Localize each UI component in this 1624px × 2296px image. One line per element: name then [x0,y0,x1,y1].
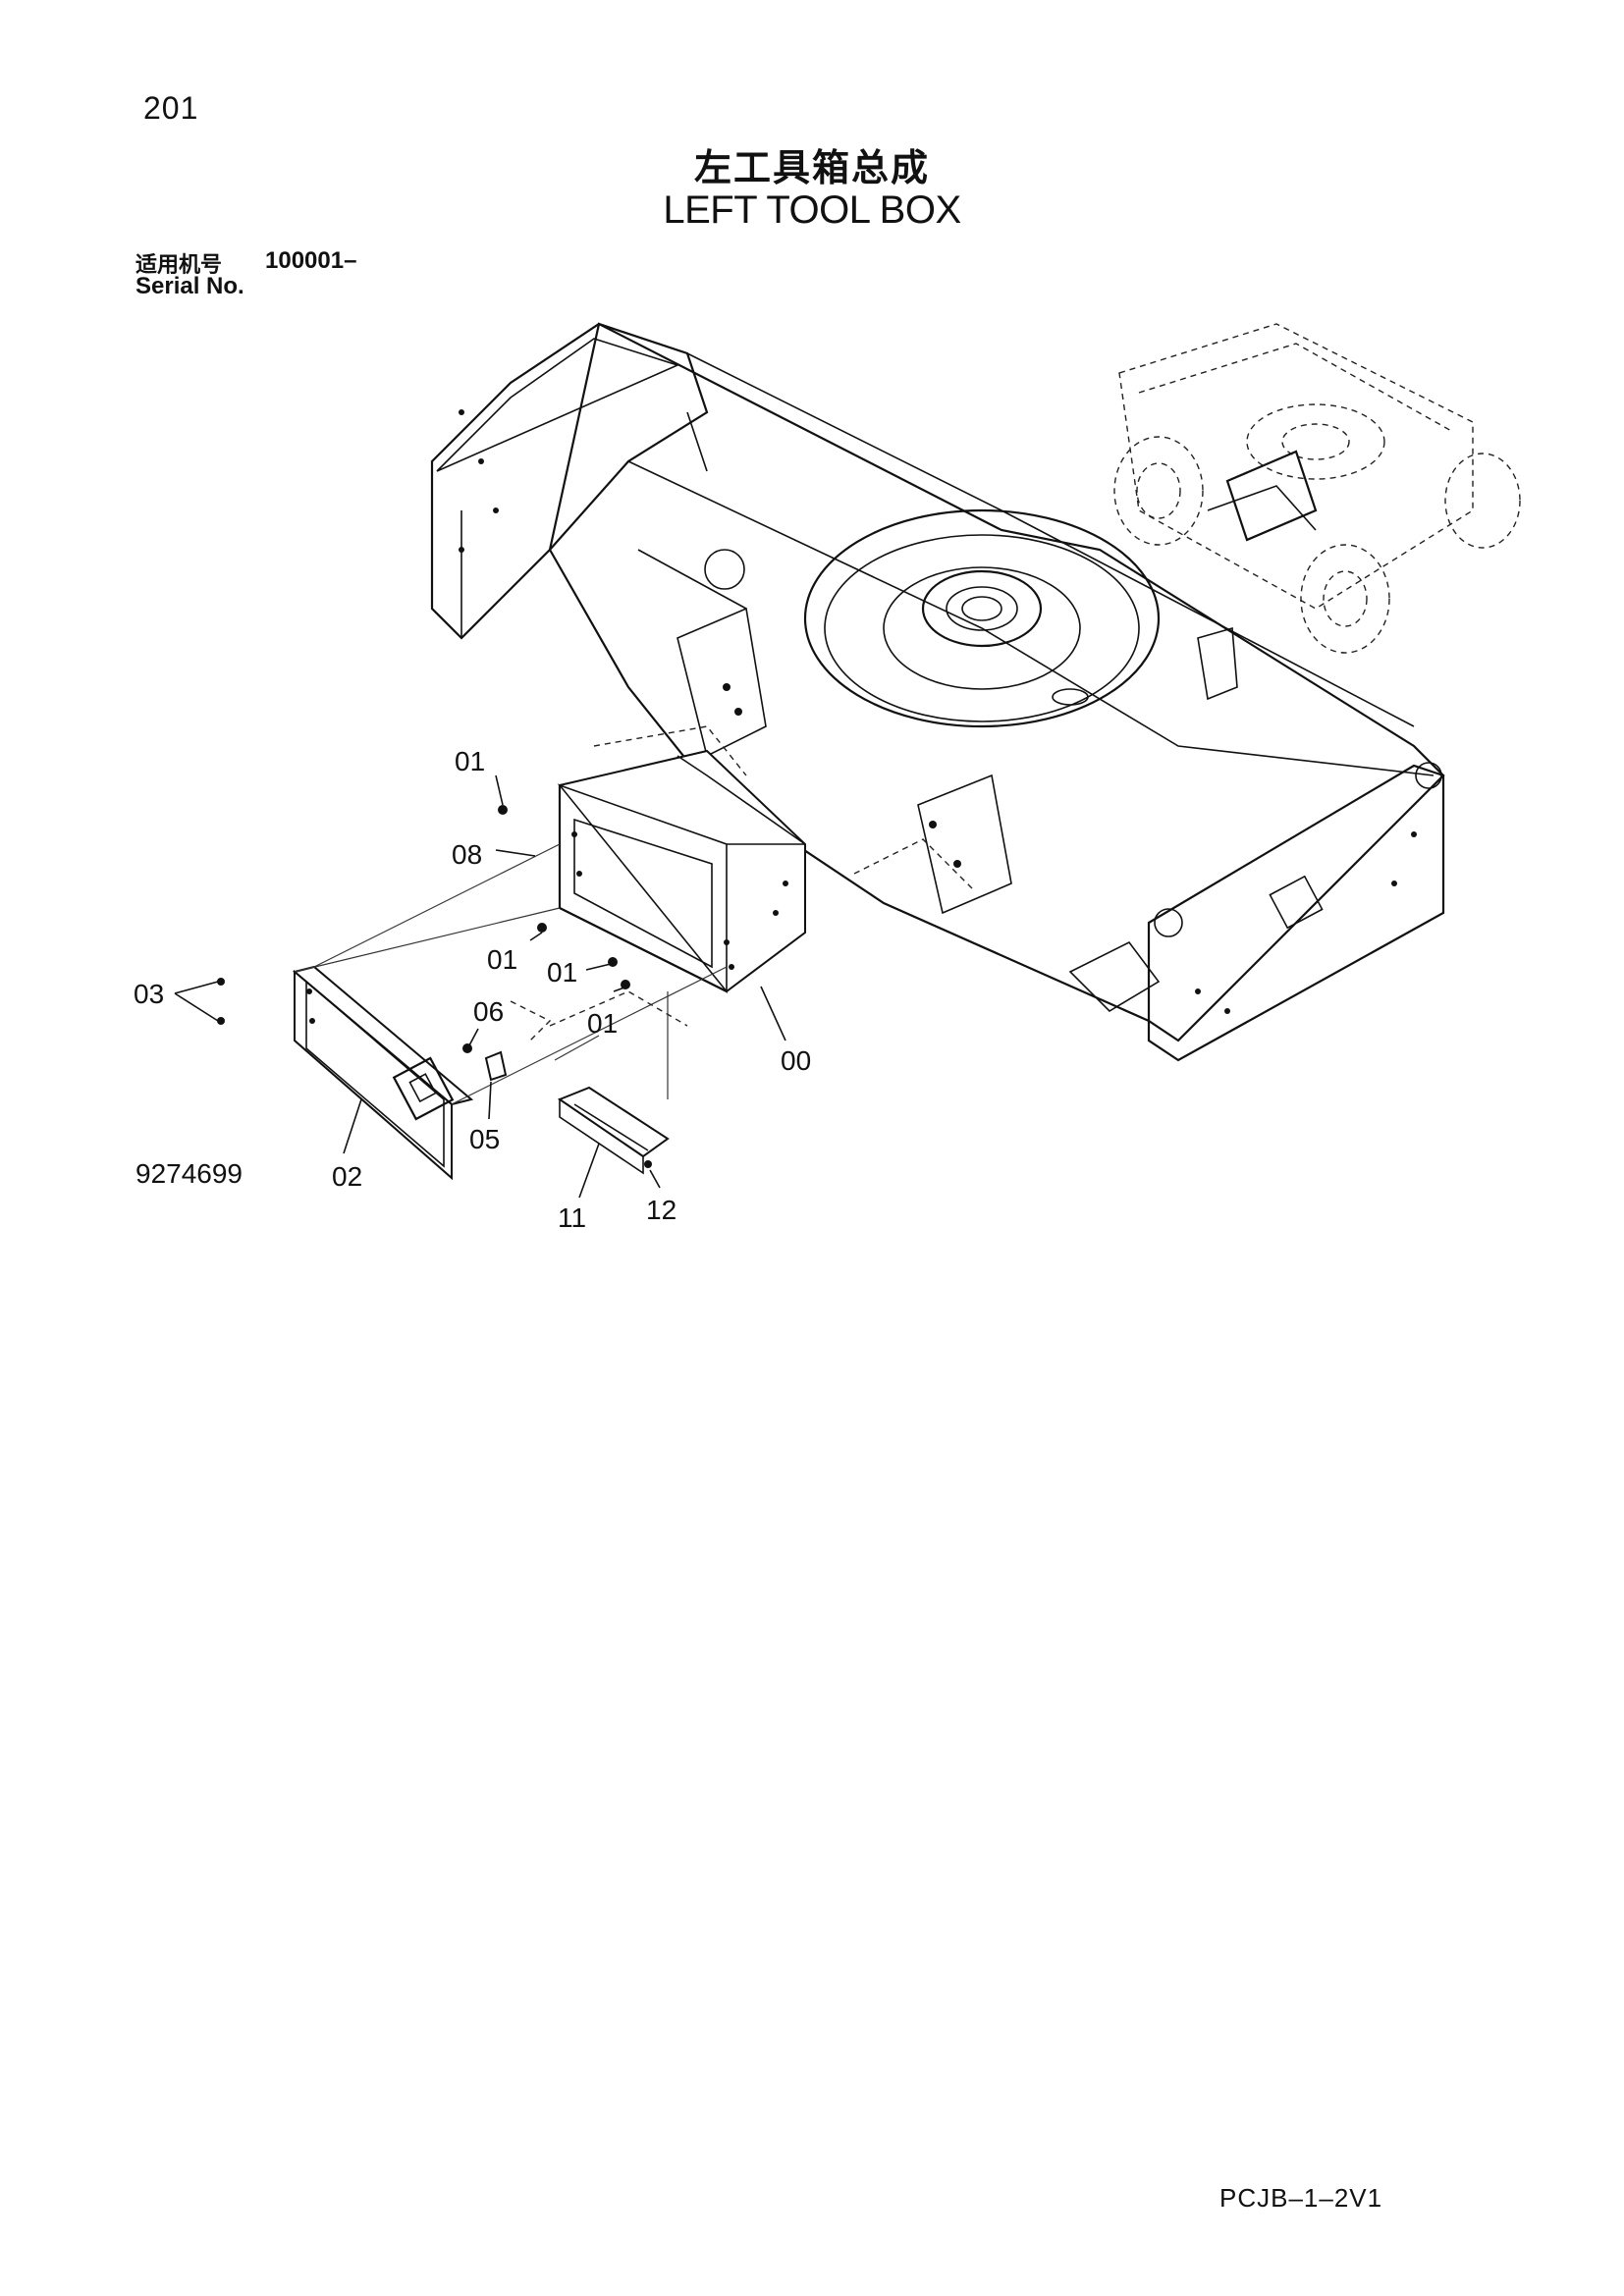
callout-06: 06 [473,996,504,1027]
page-title-chinese: 左工具箱总成 [693,146,930,189]
callout-08: 08 [452,839,482,870]
callout-03: 03 [134,979,164,1009]
tool-box-door-drawing [292,965,474,1181]
page-number: 201 [143,90,199,126]
callout-00: 00 [781,1045,811,1076]
exploded-parts-diagram: 01 08 01 01 01 03 06 05 00 02 11 12 [134,322,1521,1233]
callout-01-right: 01 [547,957,577,988]
callout-11: 11 [558,1202,586,1233]
serial-label-chinese: 适用机号 [135,253,223,278]
assembly-lines [294,725,973,1105]
page-title-english: LEFT TOOL BOX [663,188,961,232]
callout-02: 02 [332,1161,362,1192]
serial-range: 100001– [265,247,357,274]
callout-leaders [174,774,786,1199]
callout-12: 12 [646,1195,677,1225]
drawing-number: 9274699 [135,1158,244,1189]
latch-drawing [462,1043,508,1082]
callout-05: 05 [469,1124,500,1154]
undercarriage-frame-drawing [430,322,1445,1062]
fasteners [217,805,630,1025]
document-code: PCJB–1–2V1 [1219,2183,1383,2213]
tool-box-drawing [557,749,806,994]
serial-label-english: Serial No. [135,273,244,299]
callout-01-top: 01 [455,746,485,776]
callout-01-mid: 01 [487,944,517,975]
callout-01-low: 01 [587,1008,618,1039]
tray-drawing [557,1086,670,1175]
callout-labels: 01 08 01 01 01 03 06 05 00 02 11 12 [134,746,811,1233]
carrier-overview-inset [1113,323,1521,654]
